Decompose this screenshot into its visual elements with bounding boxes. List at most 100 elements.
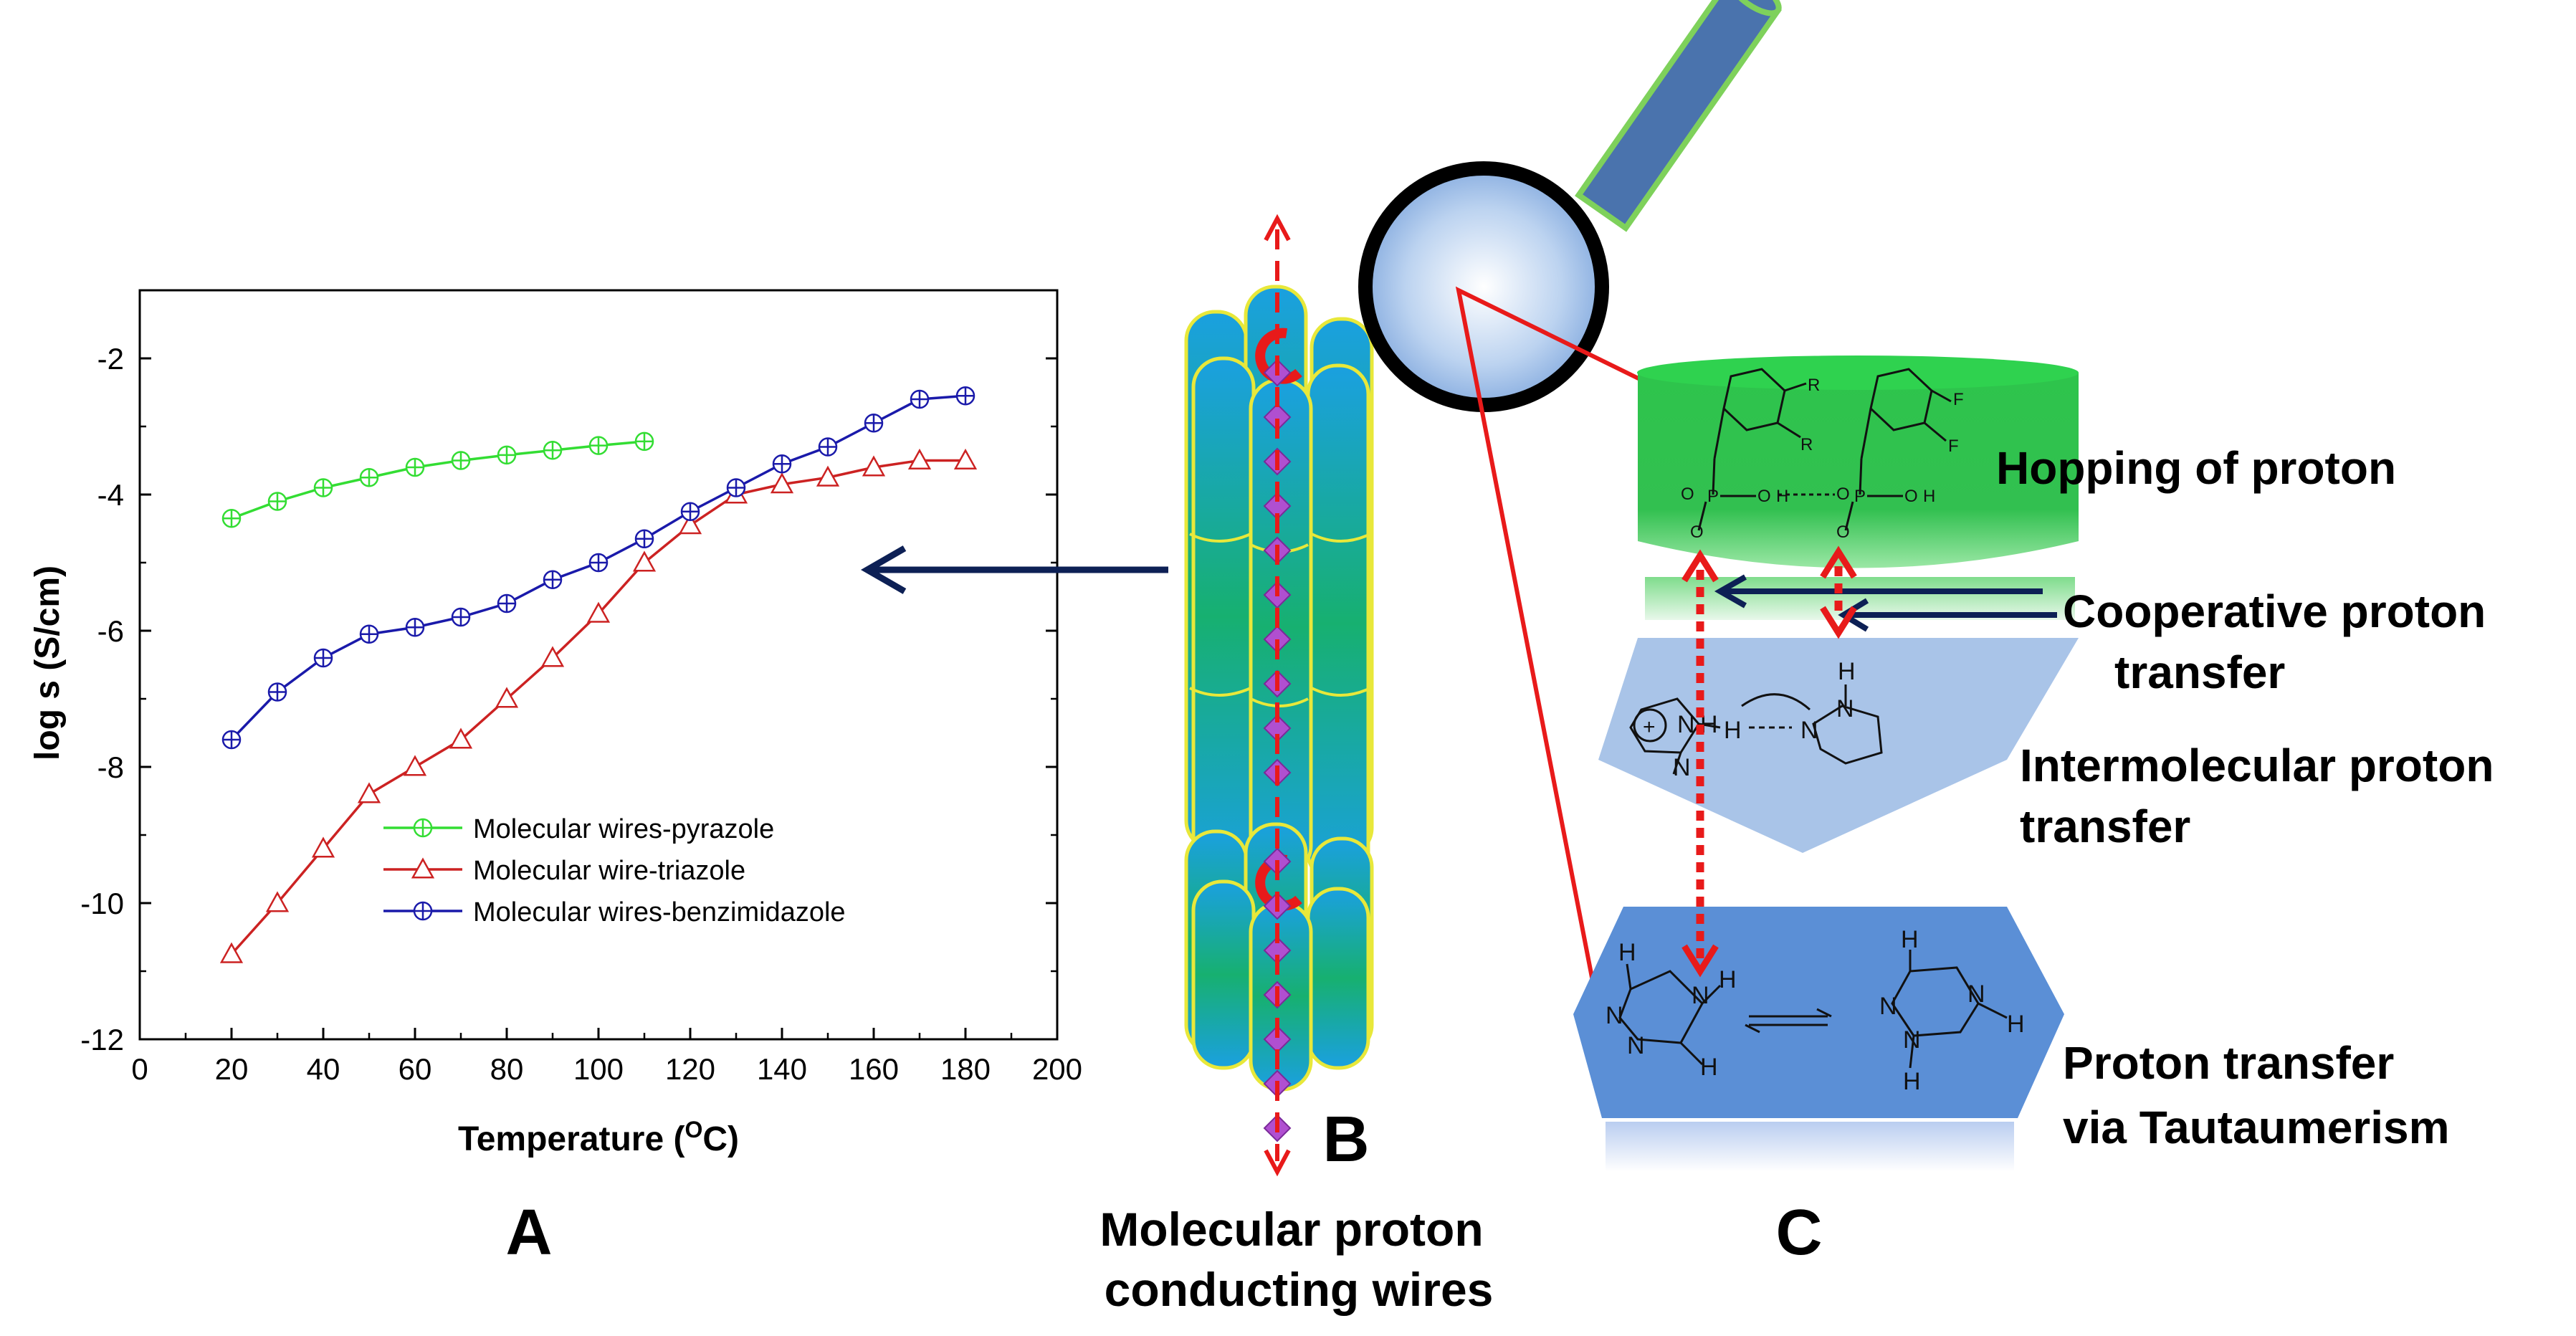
svg-text:N: N xyxy=(1879,993,1897,1020)
svg-text:H: H xyxy=(1776,487,1788,506)
data-point xyxy=(680,502,700,521)
data-point xyxy=(451,451,471,470)
data-point xyxy=(267,492,287,511)
arrow-cooperative-1-head xyxy=(1714,574,1747,609)
svg-text:H: H xyxy=(1838,658,1856,685)
data-point xyxy=(678,513,702,535)
data-point xyxy=(405,618,425,637)
data-point xyxy=(634,431,654,452)
proton-transfer-arrows xyxy=(1681,545,1857,978)
data-point xyxy=(634,529,654,548)
data-point xyxy=(221,509,242,528)
x-axis-label: Temperature (OC) xyxy=(458,1117,739,1158)
series-layer xyxy=(219,386,978,963)
wire-bundle xyxy=(1184,214,1374,1177)
svg-text:H: H xyxy=(1901,926,1919,953)
hexagon-intermolecular xyxy=(1598,638,2079,853)
svg-text:N: N xyxy=(1800,717,1818,744)
x-tick-label: 180 xyxy=(940,1052,991,1086)
data-point xyxy=(953,448,978,469)
data-point xyxy=(221,730,242,750)
svg-text:N: N xyxy=(1967,980,1985,1008)
data-point xyxy=(219,942,244,963)
arrow-to-chart-head xyxy=(860,545,907,594)
y-tick-label: -12 xyxy=(80,1023,124,1056)
legend-label: Molecular wire-triazole xyxy=(473,856,745,886)
data-point xyxy=(864,414,884,433)
x-tick-label: 120 xyxy=(665,1052,715,1086)
data-point xyxy=(955,386,975,406)
svg-text:O: O xyxy=(1690,523,1704,542)
label-tautomer-line1: Proton transfer xyxy=(2063,1037,2394,1089)
svg-text:H: H xyxy=(1719,966,1737,993)
x-tick-label: 20 xyxy=(215,1052,249,1086)
y-tick-label: -6 xyxy=(97,614,124,648)
data-point xyxy=(411,857,435,879)
y-tick-label: -4 xyxy=(97,478,124,512)
wire-cylinder xyxy=(1191,879,1256,1070)
wire-stack-upper xyxy=(1184,285,1374,884)
svg-text:O: O xyxy=(1757,487,1771,506)
data-point xyxy=(726,478,746,497)
data-point xyxy=(313,648,333,668)
x-tick-label: 40 xyxy=(307,1052,340,1086)
data-point xyxy=(359,468,379,487)
svg-text:R: R xyxy=(1800,435,1813,454)
label-hopping: Hopping of proton xyxy=(1996,442,2396,494)
arrow-cooperative-2-head xyxy=(1838,598,1869,632)
wire-cylinder xyxy=(1306,887,1370,1070)
wires-caption-line1: Molecular proton xyxy=(1099,1203,1483,1256)
label-cooperative-line2: transfer xyxy=(2114,646,2285,698)
data-point xyxy=(313,478,333,497)
panel-label-c: C xyxy=(1776,1197,1823,1269)
magnifier-focus-line xyxy=(1455,286,1643,1011)
data-point xyxy=(495,687,519,708)
data-point xyxy=(907,448,932,469)
svg-text:H: H xyxy=(1618,939,1636,966)
svg-text:N: N xyxy=(1903,1026,1921,1054)
label-intermolecular-line1: Intermolecular proton xyxy=(2020,740,2494,791)
data-point xyxy=(405,457,425,477)
wire-cylinder xyxy=(1306,363,1370,884)
hexagon-tautomerism-reflection xyxy=(1606,1122,2014,1172)
svg-text:P: P xyxy=(1854,487,1866,506)
proton-axis-head-bottom xyxy=(1264,1149,1291,1177)
data-point xyxy=(413,818,433,838)
phosphonic-acid-atoms: P P O O H H O O O O R R F F xyxy=(1681,376,1964,542)
svg-text:O: O xyxy=(1836,485,1850,504)
data-point xyxy=(497,445,517,465)
panel-label-a: A xyxy=(506,1197,553,1269)
svg-text:N: N xyxy=(1606,1002,1623,1029)
x-tick-label: 160 xyxy=(849,1052,899,1086)
y-tick-label: -8 xyxy=(97,750,124,784)
triazole-structure xyxy=(1618,950,2008,1069)
data-point xyxy=(586,601,611,623)
data-point xyxy=(311,836,335,858)
data-point xyxy=(588,436,609,455)
svg-text:N: N xyxy=(1673,754,1691,781)
svg-text:H: H xyxy=(1923,487,1935,506)
data-point xyxy=(818,437,838,457)
x-tick-label: 80 xyxy=(490,1052,524,1086)
data-point xyxy=(403,755,427,776)
svg-text:F: F xyxy=(1953,390,1964,409)
svg-text:+: + xyxy=(1643,715,1656,739)
x-tick-label: 60 xyxy=(399,1052,432,1086)
svg-text:N: N xyxy=(1692,982,1709,1009)
wire-cylinder xyxy=(1191,356,1256,877)
wires-caption-line2: conducting wires xyxy=(1105,1263,1494,1316)
panel-label-b: B xyxy=(1323,1104,1370,1175)
svg-text:H: H xyxy=(1724,717,1742,744)
svg-text:P: P xyxy=(1707,487,1719,506)
svg-text:N: N xyxy=(1627,1032,1645,1059)
phosphonic-acid-structure xyxy=(1697,368,1952,531)
svg-text:H: H xyxy=(2007,1011,2025,1038)
svg-text:O: O xyxy=(1836,523,1850,542)
svg-text:N: N xyxy=(1836,695,1854,722)
legend-label: Molecular wires-benzimidazole xyxy=(473,897,846,927)
data-point xyxy=(451,607,471,627)
